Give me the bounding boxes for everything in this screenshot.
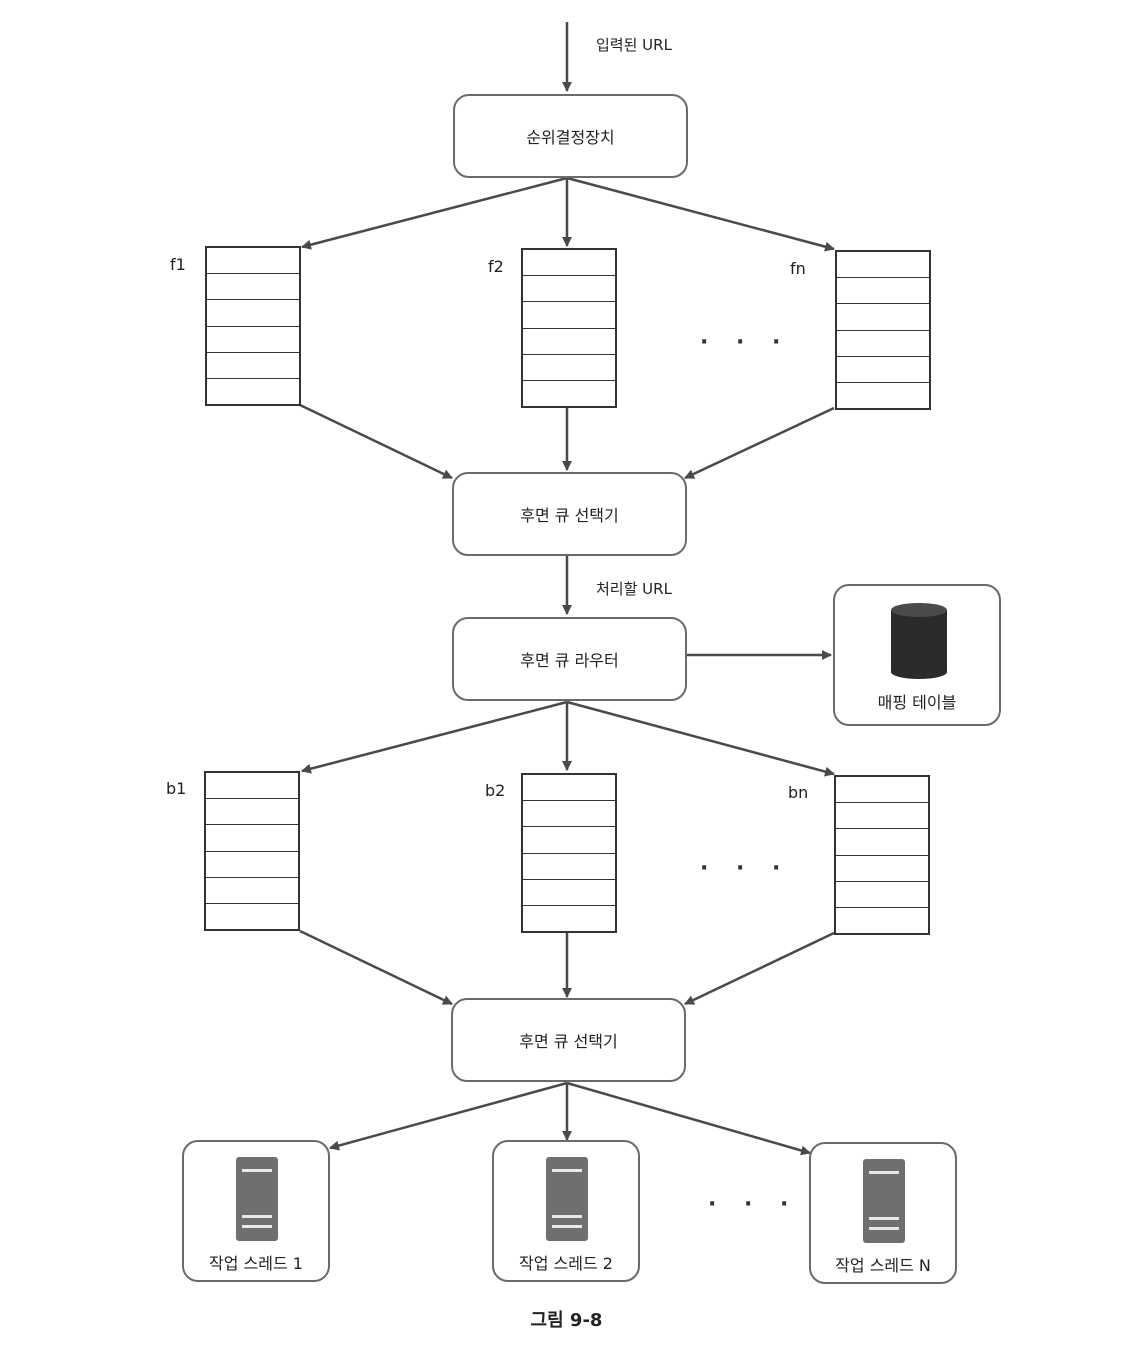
back-queue-b1 [204,771,300,931]
arrow-to-worker-1 [329,1081,568,1151]
back-queue-selector-label: 후면 큐 선택기 [519,1032,618,1051]
figure-caption: 그림 9-8 [530,1310,603,1331]
front-queue-f2 [521,248,617,408]
worker-thread-2: 작업 스레드 2 [492,1140,640,1282]
front-queue-fn [835,250,931,410]
arrow-f1-to-selector [299,403,453,480]
back-queue-label-n: bn [788,783,809,802]
back-queue-bn [834,775,930,935]
prioritizer-box: 순위결정장치 [453,94,688,178]
arrow-fn-to-selector [684,406,835,480]
back-queue-ellipsis: · · · [700,856,791,881]
back-queue-selector-box: 후면 큐 선택기 [451,998,686,1082]
front-queue-label-n: fn [790,259,806,278]
prioritizer-label: 순위결정장치 [526,128,615,147]
database-icon [891,603,947,679]
back-queue-router-box: 후면 큐 라우터 [452,617,687,701]
server-icon [236,1157,278,1241]
back-queue-label-2: b2 [485,781,506,800]
mapping-table-label: 매핑 테이블 [877,693,957,712]
arrow-bn-to-selector [684,931,835,1006]
back-queue-router-label: 후면 큐 라우터 [520,651,619,670]
mapping-table-box: 매핑 테이블 [833,584,1001,726]
input-url-label: 입력된 URL [596,36,672,54]
arrow-to-worker-n [566,1081,811,1156]
back-queue-label-1: b1 [166,779,187,798]
arrow-to-fn [566,176,835,252]
worker-ellipsis: · · · [708,1192,799,1217]
worker-thread-label-2: 작업 스레드 2 [519,1254,613,1273]
back-queue-b2 [521,773,617,933]
arrow-to-b1 [301,700,568,774]
worker-thread-label-1: 작업 스레드 1 [209,1254,303,1273]
front-queue-selector-label: 후면 큐 선택기 [520,506,619,525]
arrow-to-f1 [301,176,568,250]
arrow-to-bn [566,700,835,777]
worker-thread-1: 작업 스레드 1 [182,1140,330,1282]
processed-url-label: 처리할 URL [596,580,672,598]
worker-thread-label-n: 작업 스레드 N [835,1256,931,1275]
server-icon [546,1157,588,1241]
front-queue-label-2: f2 [488,257,504,276]
server-icon [863,1159,905,1243]
arrow-b1-to-selector [299,929,453,1006]
front-queue-selector-box: 후면 큐 선택기 [452,472,687,556]
front-queue-label-1: f1 [170,255,186,274]
front-queue-ellipsis: · · · [700,330,791,355]
front-queue-f1 [205,246,301,406]
worker-thread-n: 작업 스레드 N [809,1142,957,1284]
